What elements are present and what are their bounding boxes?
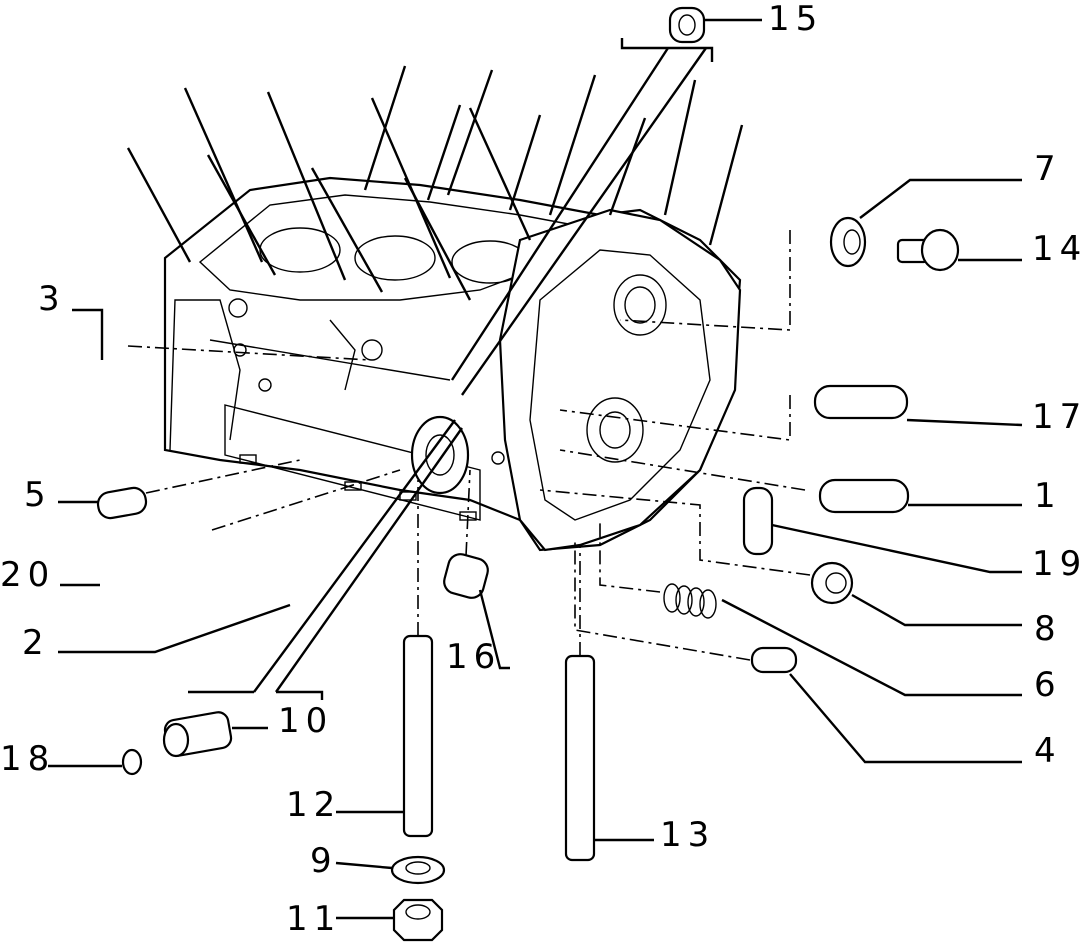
part-6-spring [663,583,717,619]
callout-7: 7 [1034,149,1062,189]
part-2-stud [288,544,344,612]
callout-18: 18 [0,739,55,779]
callout-14: 14 [1032,229,1080,269]
callout-8: 8 [1034,609,1062,649]
alignment-lines [127,47,811,693]
part-17-sleeve [813,384,909,420]
leader-lines [48,18,1023,920]
part-14-screw-plug [896,228,960,272]
loose-parts [63,6,960,942]
callout-16: 16 [446,637,501,677]
part-13-stud [564,654,596,862]
callout-5: 5 [24,475,52,515]
callout-12: 12 [286,785,341,825]
part-11-nut [392,898,444,942]
part-20-stud [92,524,216,586]
callout-17: 17 [1032,397,1080,437]
callout-2: 2 [22,623,50,663]
callout-15: 15 [768,0,823,39]
callout-20: 20 [0,555,55,595]
callout-9: 9 [310,841,338,881]
part-7-washer [829,216,867,268]
part-15-plug [668,6,706,44]
part-9-washer [390,855,446,885]
callout-19: 19 [1032,544,1080,584]
callout-3: 3 [38,279,66,319]
part-3-stud [63,359,125,429]
callout-13: 13 [660,815,715,855]
part-12-stud [402,634,434,838]
callout-6: 6 [1034,665,1062,705]
part-8-ring [810,561,854,605]
part-16-plug [443,553,489,599]
part-19-bushing [742,486,774,556]
part-18-oring [121,748,143,776]
part-1-sleeve [818,478,910,514]
callout-10: 10 [278,701,333,741]
part-5-dowel [96,486,148,520]
part-10-fitting [162,711,233,758]
callout-11: 11 [286,899,341,939]
callout-1: 1 [1034,476,1062,516]
engine-block [163,176,742,552]
callout-4: 4 [1034,731,1062,771]
part-4-pin [750,646,798,674]
cylinder-head-studs [126,65,744,301]
